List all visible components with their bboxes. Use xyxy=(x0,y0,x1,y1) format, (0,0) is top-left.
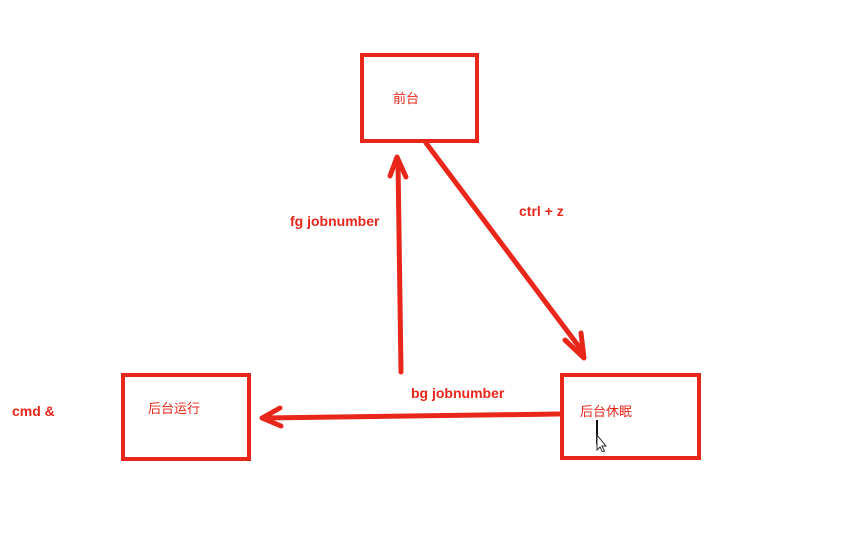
foreground-label: 前台 xyxy=(393,92,420,107)
bg-jobnumber-label: bg jobnumber xyxy=(411,385,505,401)
foreground-box xyxy=(360,53,479,143)
arrow-ctrl-z xyxy=(423,140,587,361)
background-running-box xyxy=(121,373,251,461)
background-sleeping-label: 后台休眠 xyxy=(580,405,633,420)
background-running-label: 后台运行 xyxy=(148,402,201,417)
text-cursor-icon xyxy=(594,420,608,453)
arrow-bg xyxy=(259,405,562,429)
background-sleeping-box xyxy=(560,373,701,460)
cmd-ampersand-note: cmd & xyxy=(12,403,55,419)
fg-jobnumber-label: fg jobnumber xyxy=(290,213,380,229)
arrow-fg xyxy=(387,154,409,375)
ctrl-z-label: ctrl + z xyxy=(519,203,564,219)
